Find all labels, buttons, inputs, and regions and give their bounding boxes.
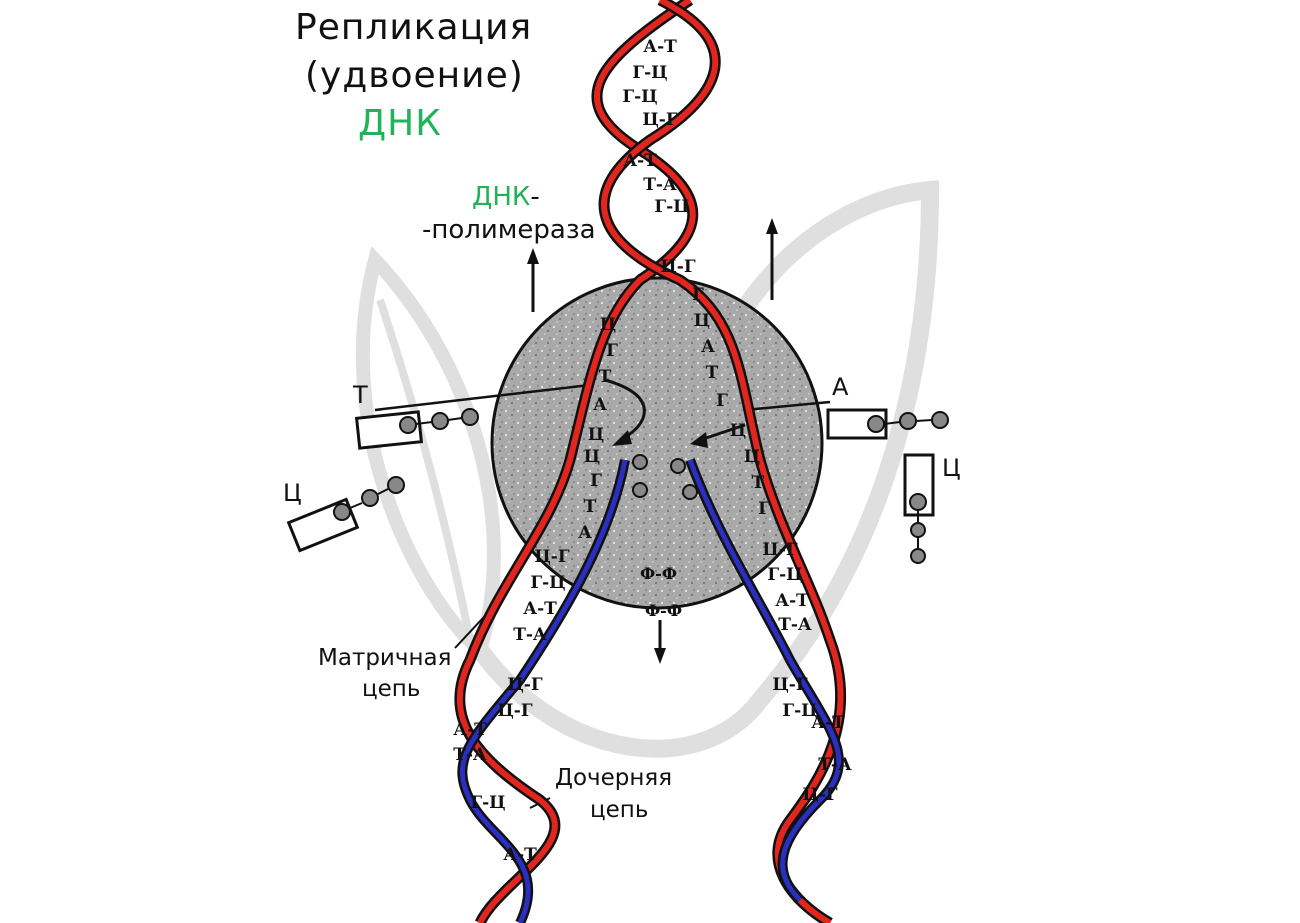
right-helix-base-pair-5: Г-Ц xyxy=(782,701,817,721)
top-base-pair-7: Ц-Г xyxy=(660,257,695,277)
right-helix-base-pair-3: Т-А xyxy=(778,615,812,635)
phosphate-icon xyxy=(632,482,648,498)
polymerase-label: ДНК- xyxy=(472,182,540,213)
left-helix-base-pair-4: Ц-Г xyxy=(507,675,542,695)
enzyme-left-base-3: А xyxy=(593,395,607,415)
daughter-strands xyxy=(457,458,844,923)
nucleotide-c-right-free xyxy=(903,453,935,564)
curved-arrow-right xyxy=(699,423,746,442)
daughter-strand-label-1: Дочерняя xyxy=(555,765,673,791)
phosphate-pair-label-1: Ф-Ф xyxy=(640,564,677,583)
left-helix-base-pair-8: Г-Ц xyxy=(470,793,505,813)
phosphate-icon xyxy=(632,454,648,470)
enzyme-right-base-8: Г xyxy=(758,499,770,519)
nucleotide-t-free xyxy=(354,408,479,450)
right-helix-base-pair-8: Ц-Г xyxy=(802,785,837,805)
enzyme-right-base-3: Т xyxy=(706,363,719,383)
daughter-strand-label-2: цепь xyxy=(590,797,649,823)
arrow-down xyxy=(654,620,666,664)
nucleotide-c-right-label: Ц xyxy=(942,454,961,482)
title-line-2: (удвоение) xyxy=(305,55,524,96)
right-helix-base-pair-4: Ц-Г xyxy=(772,675,807,695)
nucleotide-c-left-label: Ц xyxy=(283,479,302,507)
top-base-pair-0: А-Т xyxy=(643,37,677,57)
right-helix-base-pair-1: Г-Ц xyxy=(767,565,802,585)
parent-double-helix xyxy=(454,0,847,923)
arrow-up-left xyxy=(527,248,539,312)
right-helix-base-pairs: Ц-ГГ-ЦА-ТТ-АЦ-ГГ-ЦА-ТТ-АЦ-Г xyxy=(762,540,852,805)
left-helix-base-pair-5: Ц-Г xyxy=(497,701,532,721)
nucleotide-c-left-free xyxy=(286,476,405,553)
top-helix-base-pairs: А-ТГ-ЦГ-ЦЦ-ГА-ТТ-АГ-ЦЦ-Г xyxy=(622,37,695,277)
template-strand-label-2: цепь xyxy=(362,676,421,702)
enzyme-right-base-7: Т xyxy=(752,473,765,493)
nucleotide-a-free xyxy=(826,408,949,440)
polymerase-label-dash: - xyxy=(530,182,540,212)
left-helix-base-pair-3: Т-А xyxy=(513,625,547,645)
pointer-a-line xyxy=(744,400,831,412)
enzyme-right-base-2: А xyxy=(701,337,715,357)
title-line-3: ДНК xyxy=(358,103,442,144)
enzyme-right-base-6: Ц xyxy=(744,447,760,467)
nucleotide-a-label: А xyxy=(832,373,849,401)
top-base-pair-4: А-Т xyxy=(623,151,657,171)
top-base-pair-1: Г-Ц xyxy=(632,63,667,83)
polymerase-label-bottom: -полимераза xyxy=(422,215,596,245)
arrow-up-right xyxy=(766,218,778,300)
enzyme-left-base-8: А xyxy=(578,523,592,543)
left-helix-base-pair-9: А-Т xyxy=(503,845,537,865)
enzyme-left-base-6: Г xyxy=(590,471,602,491)
phosphate-icon xyxy=(682,484,698,500)
phosphate-icon xyxy=(670,458,686,474)
top-base-pair-6: Г-Ц xyxy=(654,197,689,217)
top-base-pair-2: Г-Ц xyxy=(622,87,657,107)
enzyme-left-base-5: Ц xyxy=(584,447,600,467)
enzyme-right-base-0: Г xyxy=(692,285,704,305)
left-helix-base-pair-7: Т-А xyxy=(453,745,487,765)
left-helix-base-pair-1: Г-Ц xyxy=(530,573,565,593)
curved-arrow-right-head xyxy=(690,432,708,448)
curved-arrow-left-head xyxy=(612,430,632,446)
template-strand-label-1: Матричная xyxy=(318,645,452,671)
enzyme-left-base-2: Т xyxy=(599,367,612,387)
phosphate-pair-label-2: Ф-Ф xyxy=(645,601,682,620)
right-helix-base-pair-2: А-Т xyxy=(775,591,809,611)
title-line-1: Репликация xyxy=(295,7,533,48)
enzyme-left-base-4: Ц xyxy=(588,425,604,445)
top-base-pair-5: Т-А xyxy=(643,175,677,195)
right-helix-base-pair-6: А-Т xyxy=(811,713,845,733)
right-helix-base-pair-7: Т-А xyxy=(818,755,852,775)
enzyme-left-base-1: Г xyxy=(606,341,618,361)
polymerase-label-dna: ДНК xyxy=(472,182,531,212)
top-base-pair-3: Ц-Г xyxy=(642,110,677,130)
enzyme-right-base-4: Г xyxy=(716,391,728,411)
enzyme-left-base-0: Ц xyxy=(600,315,616,335)
enzyme-right-base-5: Ц xyxy=(730,421,746,441)
nucleotide-t-label: Т xyxy=(353,381,368,409)
left-helix-base-pair-6: А-Т xyxy=(453,720,487,740)
left-helix-base-pair-2: А-Т xyxy=(523,599,557,619)
enzyme-right-base-1: Ц xyxy=(694,311,710,331)
right-helix-base-pair-0: Ц-Г xyxy=(762,540,797,560)
pointer-t-line xyxy=(374,383,591,412)
left-helix-base-pair-0: Ц-Г xyxy=(534,547,569,567)
left-helix-base-pairs: Ц-Г Г-Ц А-Т Т-А Ц-Г Ц-Г А-Т Т-А Г-Ц А-Т xyxy=(453,547,570,865)
enzyme-left-base-7: Т xyxy=(584,497,597,517)
